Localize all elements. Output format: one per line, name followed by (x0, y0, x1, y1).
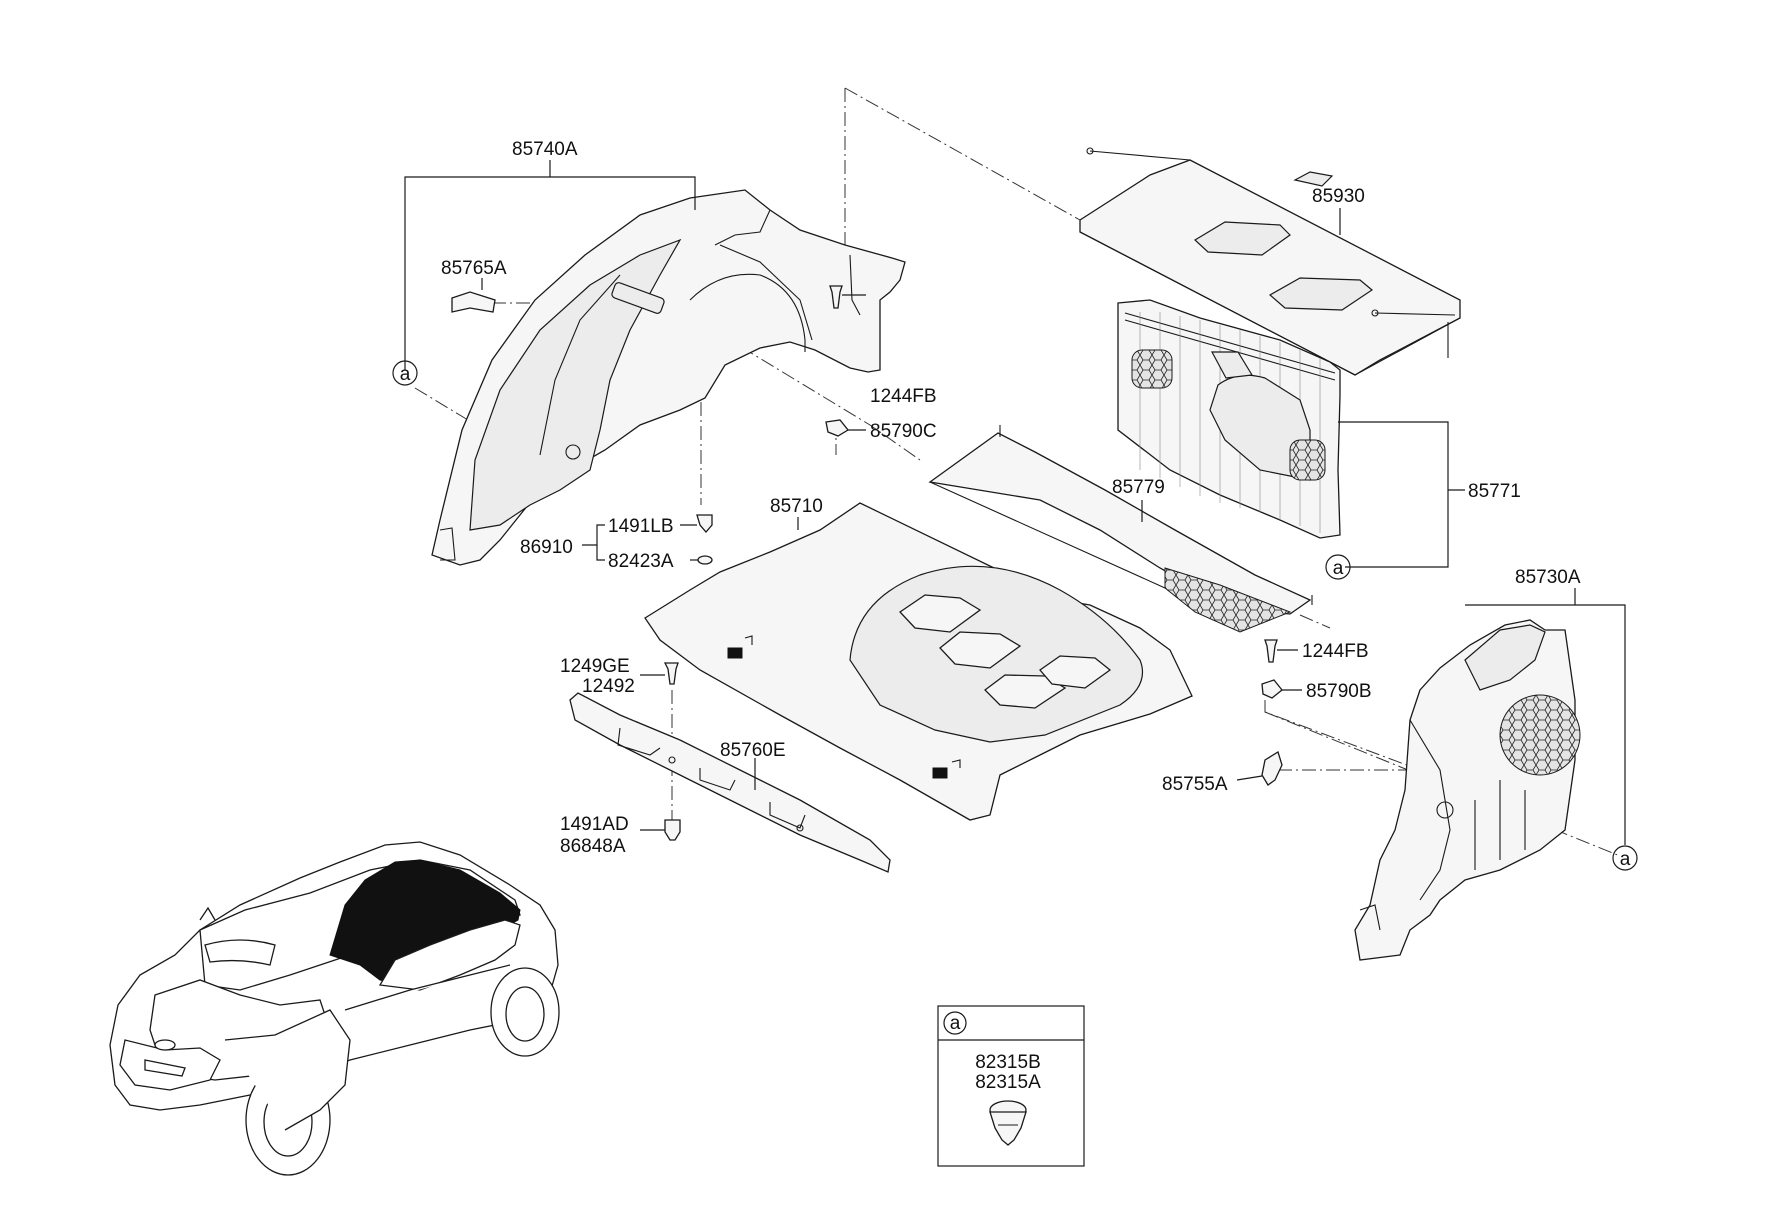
ref-circle-right: a (1612, 845, 1638, 871)
ref-circle-rear: a (1325, 554, 1351, 580)
luggage-board-85710 (644, 502, 1193, 821)
detail-box-ref: a (950, 1013, 961, 1034)
clip-85755A (1261, 751, 1283, 786)
sill-trim-85760E (569, 692, 891, 873)
vehicle-illustration (109, 841, 560, 1176)
label-1244FB-lower: 1244FB (1302, 641, 1369, 662)
bracket-85765A (451, 291, 496, 313)
quarter-trim-left-85740A (431, 189, 906, 566)
label-86910: 86910 (520, 537, 573, 558)
label-85740A: 85740A (512, 139, 578, 160)
label-85771: 85771 (1468, 481, 1521, 502)
label-85710: 85710 (770, 496, 823, 517)
label-85730A: 85730A (1515, 567, 1581, 588)
ref-circle-rear-label: a (1333, 558, 1344, 579)
label-82423A: 82423A (608, 551, 674, 572)
part-labels: 85740A 85765A 1244FB 85790C 85710 1491LB… (441, 139, 1581, 857)
label-85755A: 85755A (1162, 774, 1228, 795)
label-1244FB-upper: 1244FB (870, 386, 937, 407)
detail-box-a: a 82315B 82315A (937, 1005, 1085, 1167)
label-85790C: 85790C (870, 421, 937, 442)
label-85779: 85779 (1112, 477, 1165, 498)
label-85790B: 85790B (1306, 681, 1372, 702)
label-85930: 85930 (1312, 186, 1365, 207)
rear-trim-85771 (1117, 299, 1341, 539)
quarter-trim-right-85730A (1354, 619, 1581, 961)
leader-lines (404, 160, 1626, 845)
label-86848A: 86848A (560, 836, 626, 857)
ref-circle-left-label: a (400, 364, 411, 385)
label-1491AD: 1491AD (560, 814, 629, 835)
ref-circle-left: a (392, 360, 418, 386)
detail-box-part-82315B: 82315B (975, 1052, 1041, 1073)
fasteners (663, 285, 1283, 841)
label-85765A: 85765A (441, 258, 507, 279)
package-tray-85930 (1079, 147, 1461, 376)
ref-circle-right-label: a (1620, 849, 1631, 870)
label-1249GE: 1249GE (560, 656, 630, 677)
label-85760E: 85760E (720, 740, 786, 761)
cargo-net-85779 (928, 425, 1313, 633)
label-12492: 12492 (582, 676, 635, 697)
detail-box-part-82315A: 82315A (975, 1072, 1041, 1093)
push-clip-icon (989, 1100, 1027, 1146)
label-1491LB: 1491LB (608, 516, 674, 537)
